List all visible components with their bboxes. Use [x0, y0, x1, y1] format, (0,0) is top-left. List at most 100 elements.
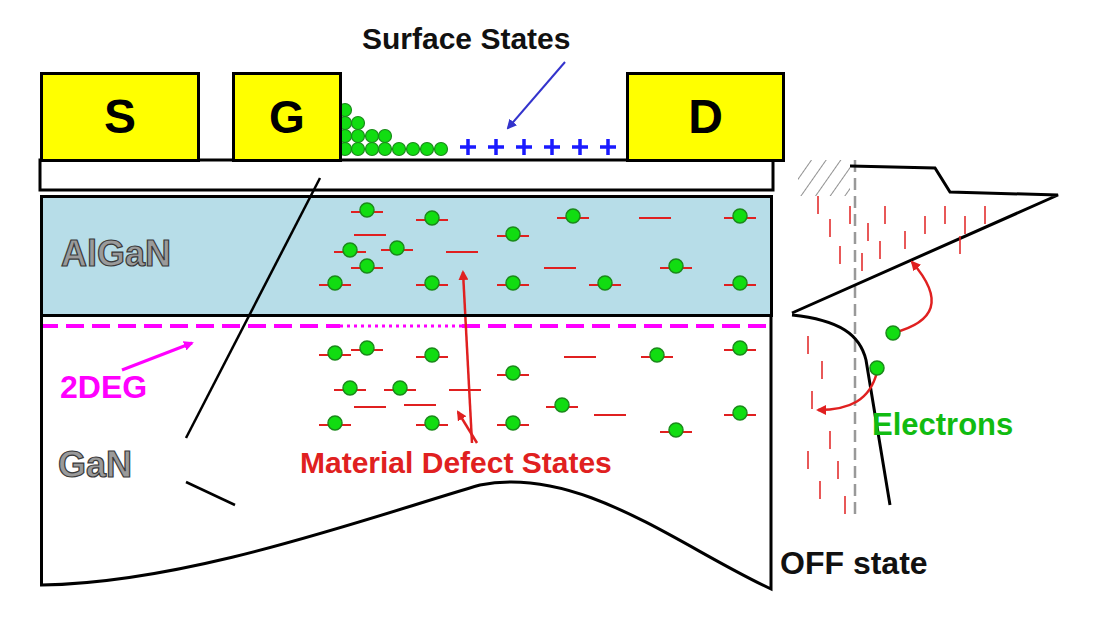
- trap-level: [849, 206, 851, 224]
- electron-dot: [733, 341, 747, 355]
- defect-level: [639, 217, 671, 219]
- defect-level: [354, 234, 386, 236]
- label-arrow: [508, 62, 565, 128]
- surface-electron: [352, 143, 365, 156]
- positive-charge: [516, 139, 532, 155]
- label-arrow: [122, 343, 192, 370]
- callout-label: Surface States: [362, 22, 570, 55]
- surface-electron: [366, 130, 379, 143]
- surface-electron: [379, 130, 392, 143]
- trap-level: [811, 391, 813, 409]
- defect-level: [449, 389, 481, 391]
- surface-electron: [379, 143, 392, 156]
- trap-level: [817, 196, 819, 214]
- electron-dot: [390, 241, 404, 255]
- electron-dot: [506, 366, 520, 380]
- trap-level: [829, 219, 831, 237]
- electron-dot: [733, 276, 747, 290]
- label-arrow: [463, 272, 472, 443]
- 2deg-depleted: [340, 325, 462, 328]
- 2deg-label: 2DEG: [60, 370, 147, 405]
- electron-dot: [506, 227, 520, 241]
- trap-level: [964, 216, 966, 234]
- electron-dot: [425, 348, 439, 362]
- surface-electron: [421, 143, 434, 156]
- trap-arrow: [818, 372, 877, 410]
- zoom-line: [186, 178, 320, 438]
- electron-dot: [425, 211, 439, 225]
- trap-level: [807, 336, 809, 354]
- 2deg-line: [40, 324, 340, 328]
- gan-outline-path: [42, 317, 772, 589]
- state-label: OFF state: [780, 546, 928, 581]
- electron-dot: [328, 346, 342, 360]
- node-label: AlGaN: [61, 234, 171, 274]
- trap-level: [884, 206, 886, 224]
- positive-charge: [460, 139, 476, 155]
- electron-dot: [425, 416, 439, 430]
- electron-dot: [425, 276, 439, 290]
- algan-fill: [40, 195, 773, 315]
- electron-dot: [566, 209, 580, 223]
- surface-electron: [393, 143, 406, 156]
- trap-arrow: [893, 262, 932, 333]
- drain-electrode: D: [626, 72, 785, 162]
- surface-electron: [407, 143, 420, 156]
- electron-dot: [650, 348, 664, 362]
- conduction-band: [792, 166, 1058, 313]
- callout-label: Electrons: [872, 408, 1013, 442]
- trap-level: [959, 236, 961, 254]
- trap-level: [904, 231, 906, 249]
- trap-level: [819, 481, 821, 499]
- electron-dot: [669, 259, 683, 273]
- 2deg-line: [462, 324, 773, 328]
- trap-level: [861, 253, 863, 271]
- electron-dot: [360, 341, 374, 355]
- electron-dot: [343, 243, 357, 257]
- surface-states: [339, 104, 617, 156]
- zoom-line: [186, 482, 235, 505]
- surface-electron: [366, 143, 379, 156]
- defect-level: [564, 356, 596, 358]
- electron-dot: [506, 416, 520, 430]
- electron-dot: [598, 276, 612, 290]
- electron-dot: [393, 381, 407, 395]
- positive-charge: [572, 139, 588, 155]
- electron-dot: [328, 276, 342, 290]
- electron-dot: [669, 423, 683, 437]
- electron-dot: [360, 203, 374, 217]
- surface-electron: [435, 143, 448, 156]
- surface-electron: [352, 130, 365, 143]
- gate-electrode: G: [232, 72, 342, 162]
- source-electrode: S: [40, 72, 200, 162]
- trap-level: [839, 246, 841, 264]
- defect-level: [446, 251, 478, 253]
- electron-dot: [733, 209, 747, 223]
- band-defects: [808, 196, 985, 514]
- defect-level: [404, 404, 436, 406]
- positive-charge: [600, 139, 616, 155]
- trap-level: [879, 241, 881, 259]
- trap-level: [844, 496, 846, 514]
- electron-dot: [506, 276, 520, 290]
- trap-level: [837, 461, 839, 479]
- electron-dot: [328, 416, 342, 430]
- trap-level: [867, 223, 869, 241]
- electron-dot: [870, 361, 884, 375]
- node-label: D: [629, 91, 782, 144]
- trap-level: [984, 206, 986, 224]
- defect-states: [319, 203, 756, 437]
- trap-level: [924, 216, 926, 234]
- callout-label: Material Defect States: [300, 446, 612, 479]
- defect-level: [544, 267, 576, 269]
- trap-level: [944, 206, 946, 224]
- trap-level: [821, 361, 823, 379]
- gate-metal-hatch: [798, 160, 850, 196]
- defect-level: [354, 406, 386, 408]
- positive-charge: [488, 139, 504, 155]
- algan-barrier: AlGaN: [40, 195, 773, 317]
- electron-dot: [343, 381, 357, 395]
- defect-level: [594, 414, 626, 416]
- positive-charge: [544, 139, 560, 155]
- node-label: G: [235, 92, 339, 143]
